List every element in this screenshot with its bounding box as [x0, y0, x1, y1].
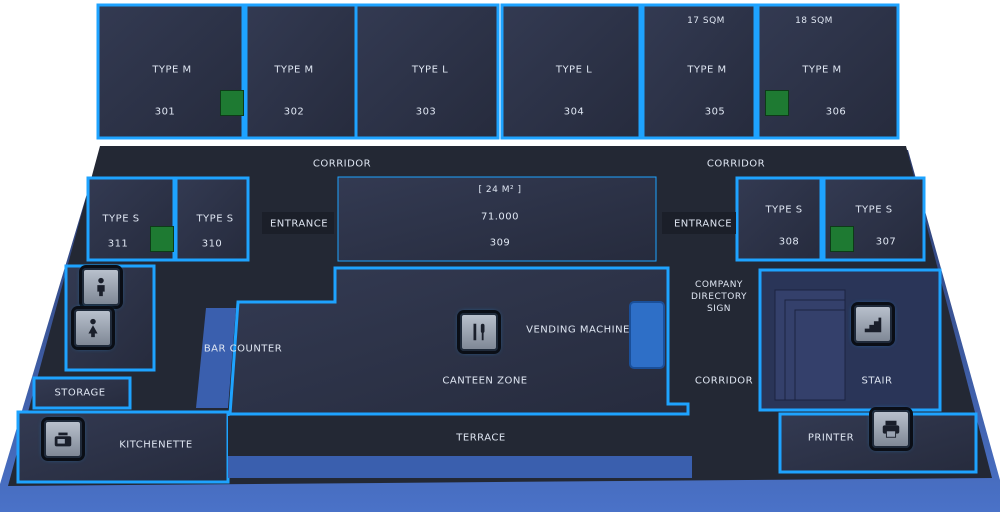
room-308[interactable]	[735, 176, 823, 262]
kitchenette-label: KITCHENETTE	[119, 439, 193, 451]
storage-room[interactable]	[32, 376, 132, 410]
room-309-area: [ 24 M² ]	[478, 185, 522, 195]
corridor-center-label: CORRIDOR	[694, 375, 754, 387]
top-rooms	[96, 3, 900, 140]
room-310-number: 310	[201, 238, 223, 250]
terrace-rail	[228, 456, 692, 478]
room-306-number: 306	[825, 106, 847, 118]
room-302-number: 302	[283, 106, 305, 118]
room-306-area: 18 SQM	[795, 16, 833, 26]
room-307-number: 307	[875, 236, 897, 248]
room-305-type: TYPE M	[687, 64, 727, 76]
room-304[interactable]	[500, 3, 642, 140]
kitchenette-icon[interactable]	[44, 420, 82, 458]
bar-counter-shape	[196, 308, 236, 408]
printer-icon[interactable]	[872, 410, 910, 448]
door-301[interactable]	[220, 90, 244, 116]
company-directory-sign-label: COMPANY DIRECTORY SIGN	[690, 280, 748, 314]
room-305-area: 17 SQM	[687, 16, 725, 26]
room-301-number: 301	[154, 106, 176, 118]
printer-label: PRINTER	[807, 432, 855, 444]
door-310[interactable]	[150, 226, 174, 252]
bar-counter-label: BAR COUNTER	[203, 343, 283, 355]
room-311-type: TYPE S	[102, 213, 140, 225]
room-305-number: 305	[704, 106, 726, 118]
room-304-number: 304	[563, 106, 585, 118]
terrace-label: TERRACE	[456, 432, 506, 444]
stair-label: STAIR	[861, 375, 893, 387]
door-307[interactable]	[830, 226, 854, 252]
room-308-type: TYPE S	[765, 204, 803, 216]
female-restroom-icon[interactable]	[74, 309, 112, 347]
stair-steps	[774, 289, 846, 401]
entrance-left-label: ENTRANCE	[269, 218, 329, 230]
room-309[interactable]	[337, 176, 657, 262]
room-308-number: 308	[778, 236, 800, 248]
stair-icon[interactable]	[854, 305, 892, 343]
canteen-zone-area[interactable]	[228, 266, 690, 416]
corridor-left-label: CORRIDOR	[312, 158, 372, 170]
room-310-type: TYPE S	[196, 213, 234, 225]
room-309-price: 71.000	[481, 211, 519, 223]
room-311-number: 311	[107, 238, 129, 250]
door-306[interactable]	[765, 90, 789, 116]
room-307-type: TYPE S	[855, 204, 893, 216]
room-303-type: TYPE L	[411, 64, 449, 76]
entrance-right-block	[662, 212, 736, 234]
room-303-number: 303	[415, 106, 437, 118]
canteen-cutlery-icon[interactable]	[460, 313, 498, 351]
corridor-right-label: CORRIDOR	[706, 158, 766, 170]
room-305[interactable]	[641, 3, 757, 140]
room-304-type: TYPE L	[555, 64, 593, 76]
room-309-number: 309	[489, 237, 511, 249]
room-301-type: TYPE M	[152, 64, 192, 76]
room-306-type: TYPE M	[802, 64, 842, 76]
canteen-zone-label: CANTEEN ZONE	[442, 375, 528, 387]
room-301[interactable]	[96, 3, 245, 140]
male-restroom-icon[interactable]	[82, 268, 120, 306]
storage-label: STORAGE	[54, 387, 106, 399]
entrance-left-block	[262, 212, 334, 234]
room-303[interactable]	[354, 3, 500, 140]
vending-machine-shape	[629, 301, 665, 369]
room-302-type: TYPE M	[274, 64, 314, 76]
vending-machine-label: VENDING MACHINE	[526, 324, 630, 336]
room-310[interactable]	[174, 176, 250, 262]
entrance-right-label: ENTRANCE	[673, 218, 733, 230]
